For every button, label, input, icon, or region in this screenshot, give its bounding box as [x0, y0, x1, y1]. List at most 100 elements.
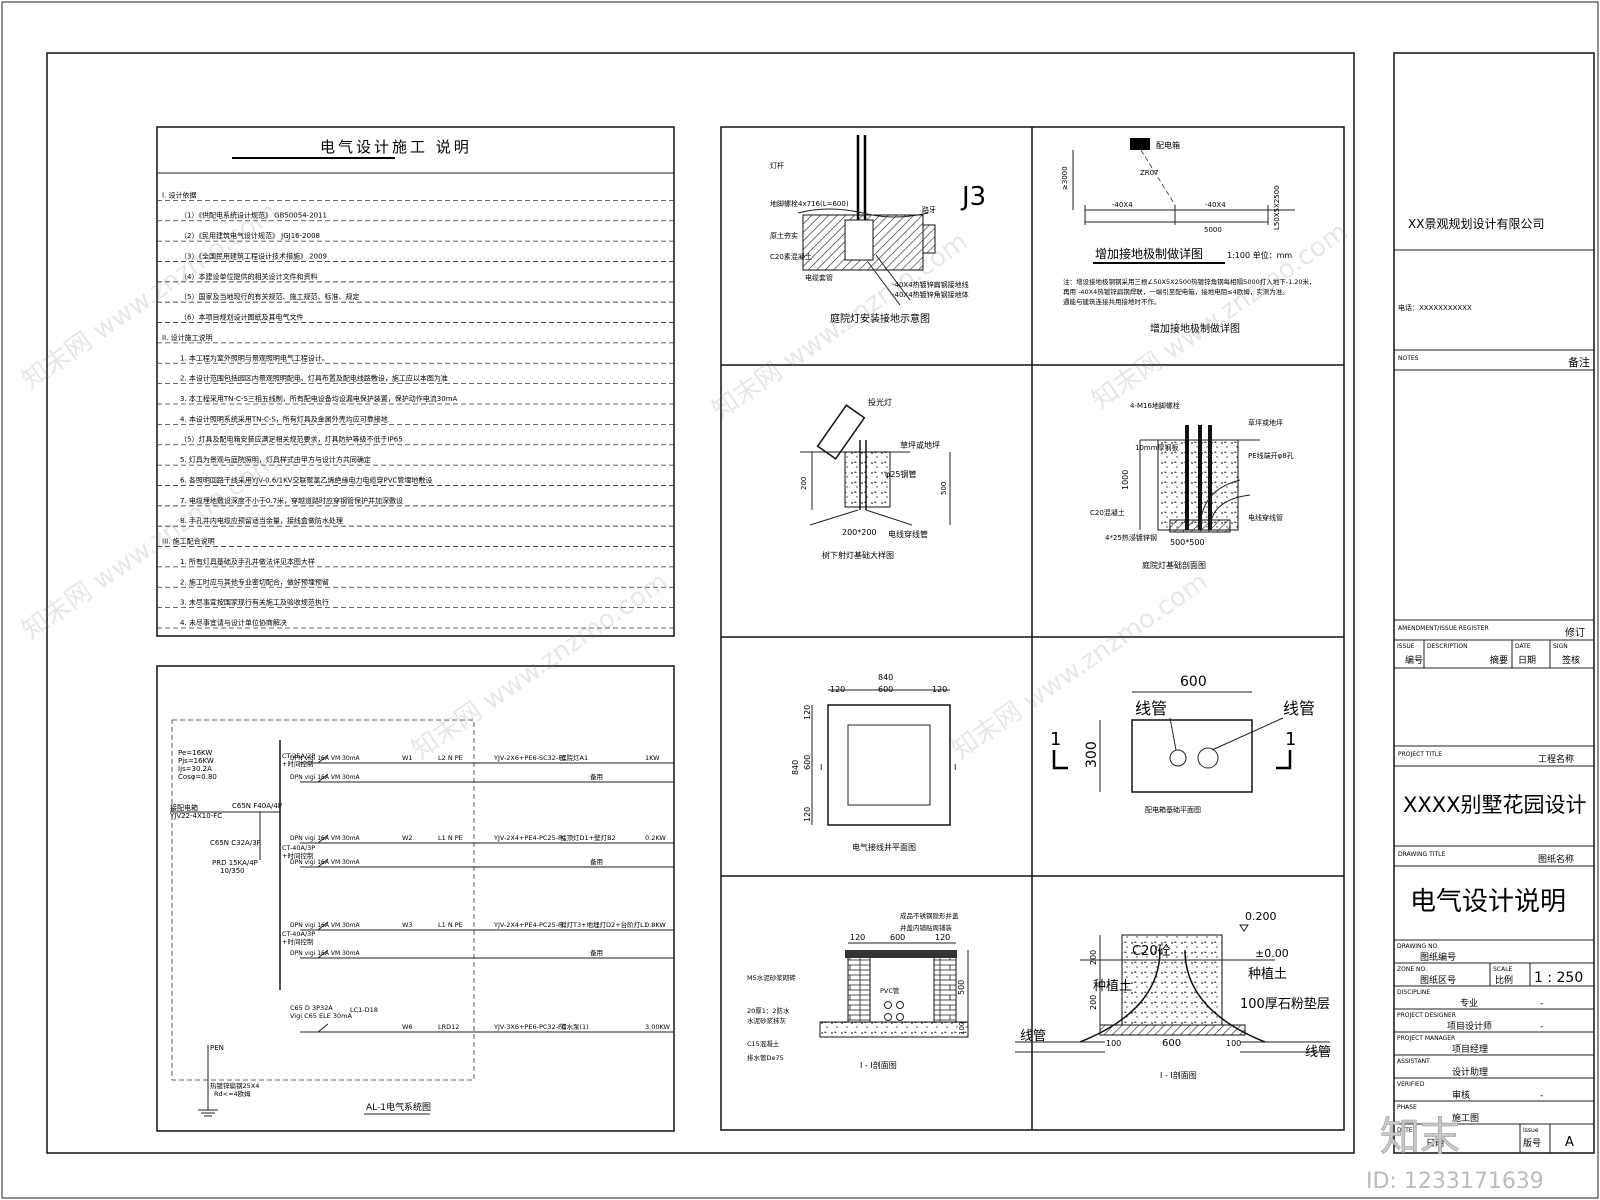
- drawing-frame: [46, 52, 1355, 1154]
- notes-title: 电气设计施工 说明: [320, 138, 472, 156]
- notes-line: 3. 本工程采用TN-C-S三相五线制，所有配电设备均设漏电保护装置，保护动作电…: [180, 394, 458, 403]
- ct2-label: CT-40A/3P: [282, 844, 315, 852]
- p4-label-plate: 10mm厚钢板: [1135, 443, 1179, 452]
- p5-dim-v-bot: 120: [803, 807, 812, 822]
- ver-cn: 审核: [1452, 1089, 1470, 1101]
- scale-cn: 比例: [1495, 974, 1513, 986]
- prd-spec: 10/350: [220, 867, 245, 875]
- notes-line: （5）灯具及配电箱安装应满足相关规范要求，灯具防护等级不低于IP65: [180, 435, 403, 444]
- circuit-power: 3.00KW: [645, 1023, 671, 1031]
- notes-line: III. 施工配合说明: [162, 537, 215, 546]
- pm-en: PROJECT MANAGER: [1397, 1035, 1455, 1042]
- company-name: XX景观规划设计有限公司: [1408, 216, 1544, 231]
- system-diagram-panel: Pe=16KW Pjs=16KW Ijs=30.2A Cosφ=0.80 接配电…: [156, 665, 675, 1132]
- notes-line: 2. 施工时应与其他专业密切配合，做好预埋预留: [180, 577, 329, 586]
- amend-cn: 修订: [1565, 626, 1585, 639]
- watermark-text-2: 知末网 www.znzmo.com: [17, 447, 283, 646]
- col-date-cn: 日期: [1518, 655, 1536, 666]
- main-breaker-label: C65N F40A/4P: [232, 802, 282, 810]
- circuit-cable: YJV-2X4+PE4-PC25-FC: [493, 834, 567, 842]
- p4-label-pe: PE线端开φ8孔: [1248, 451, 1294, 460]
- ground-resistance-label: Rd<=4欧姆: [214, 1089, 251, 1098]
- p8-dim-l: 100: [1106, 1039, 1121, 1048]
- notes-line: 4. 本设计照明系统采用TN-C-S，所有灯具及金属外壳均应可靠接地: [180, 414, 388, 423]
- p2-label-box: 配电箱: [1156, 140, 1180, 150]
- p4-caption: 庭院灯基础剖面图: [1142, 560, 1206, 570]
- project-title: XXXX别墅花园设计: [1403, 793, 1587, 817]
- p2-dim-strip1: -40X4: [1112, 201, 1133, 209]
- as-en: ASSISTANT: [1397, 1058, 1430, 1065]
- p3-label-lawn: 草坪或地坪: [900, 440, 940, 450]
- circuit-power: 0.8KW: [645, 921, 666, 929]
- c65d-label: C65 D 3P32A: [290, 1004, 333, 1012]
- phase-en: PHASE: [1397, 1104, 1417, 1111]
- circuit-load: 潜水泵(1): [560, 1022, 589, 1031]
- zone-cn: 图纸区号: [1420, 974, 1456, 986]
- detail-junction-well-plan: 840 600 120 120 840 600 120 120 I I 电气接线…: [791, 673, 956, 852]
- circuit-no: W6: [402, 1023, 413, 1031]
- p8-label-conduit-r: 线管: [1305, 1045, 1331, 1060]
- prd-label: PRD 15KA/4P: [212, 859, 258, 867]
- col-issue-en: ISSUE: [1397, 643, 1415, 650]
- p3-dim-h1: 200: [800, 477, 808, 490]
- circuit-power: 0.2KW: [645, 834, 666, 842]
- notes-line: I. 设计依据: [162, 190, 197, 199]
- detail-garden-light-grounding: 灯杆 地脚螺栓4x716(L=600) 原土夯实 C20素混凝土 电缆套管 路牙…: [770, 135, 986, 325]
- dno-cn: 图纸编号: [1420, 951, 1456, 963]
- branch-breaker-label: DPN vigi 16A VM 30mA: [290, 950, 361, 957]
- notes-frame: [156, 126, 675, 637]
- circuit-phase: L1 N PE: [438, 834, 463, 842]
- p5-dim-v-inner: 600: [803, 755, 812, 770]
- incoming-cable: YJV22-4X10-FC: [169, 812, 222, 820]
- p7-label-pvc: PVC管: [880, 986, 900, 995]
- notes-en: NOTES: [1398, 355, 1419, 362]
- ct1-control: +时间控制: [282, 759, 314, 768]
- pd-en: PROJECT DESIGNER: [1397, 1012, 1456, 1019]
- ver-value: -: [1540, 1091, 1543, 1101]
- p2-note-2: 再用 -40X4热镀锌扁钢焊联，一端引至配电箱，接地电阻≤4欧姆，实测为准。: [1063, 287, 1289, 296]
- spare-circuit-label: 备用: [590, 857, 603, 866]
- circuit-phase: L1 N PE: [438, 921, 463, 929]
- detail-panel-base-plan: 600 300 线管 线管 1 1 配电箱基础平面图: [1050, 674, 1315, 814]
- param-pjs: Pjs=16KW: [178, 757, 214, 765]
- pd-value: -: [1540, 1022, 1543, 1032]
- branch-breaker-label: DPN vigi 16A VM 30mA: [290, 755, 361, 762]
- p3-caption: 树下射灯基础大样图: [822, 550, 894, 560]
- spare-circuit-label: 备用: [590, 948, 603, 957]
- system-title: AL-1电气系统图: [366, 1101, 431, 1113]
- detail-garden-light-base-section: 1000 4-M16地脚螺栓 10mm厚钢板 草坪或地坪 PE线端开φ8孔 C2…: [1090, 401, 1294, 570]
- p4-dim-w: 500*500: [1170, 538, 1205, 547]
- watermark-id: ID: 1233171639: [1366, 1169, 1544, 1194]
- watermark-logo: 知末: [1380, 1114, 1460, 1160]
- p5-dim-wall-l: 120: [830, 685, 845, 694]
- ct2-control: +时间控制: [282, 851, 314, 860]
- p8-label-gravel: 100厚石粉垫层: [1240, 996, 1330, 1012]
- col-date-en: DATE: [1515, 643, 1531, 650]
- p7-label-c15: C15混凝土: [747, 1039, 780, 1048]
- p8-label-soil-l: 种植土: [1093, 979, 1132, 994]
- p2-scale: 1:100 单位：mm: [1227, 250, 1292, 260]
- p2-dim-strip2: -40X4: [1205, 201, 1226, 209]
- pm-cn: 项目经理: [1452, 1043, 1488, 1055]
- notes-line: 4. 未尽事宜请与设计单位协商解决: [180, 618, 287, 627]
- circuit-load: 柱顶灯D1+壁灯B2: [560, 833, 616, 842]
- p8-label-c20: C20砼: [1132, 944, 1171, 959]
- p7-dim-base: 100: [958, 1022, 966, 1035]
- p8-dim-w: 600: [1162, 1038, 1181, 1049]
- detail-well-section: 120 600 120 500 100 成品不锈钢隐形井盖 井盖内铺贴周铺装 M…: [747, 911, 969, 1070]
- p7-label-paving: 井盖内铺贴周铺装: [900, 923, 953, 932]
- disc-en: DISCIPLINE: [1397, 989, 1430, 996]
- p4-dim-depth: 1000: [1121, 470, 1130, 490]
- circuit-cable: YJV-3X6+PE6-PC32-FC: [493, 1023, 567, 1031]
- phase-cn: 施工图: [1452, 1112, 1479, 1124]
- branch-breaker-label: DPN vigi 16A VM 30mA: [290, 835, 361, 842]
- ct1-label: CT-25A/2P: [282, 752, 315, 760]
- col-issue-cn: 编号: [1405, 654, 1423, 666]
- p5-dim-total: 840: [878, 673, 893, 682]
- p1-mark: J3: [960, 182, 986, 212]
- p5-caption: 电气接线井平面图: [852, 842, 916, 852]
- pd-cn: 项目设计师: [1447, 1020, 1492, 1032]
- p4-label-lawn: 草坪或地坪: [1248, 418, 1283, 427]
- p6-label-conduit-r: 线管: [1283, 699, 1315, 718]
